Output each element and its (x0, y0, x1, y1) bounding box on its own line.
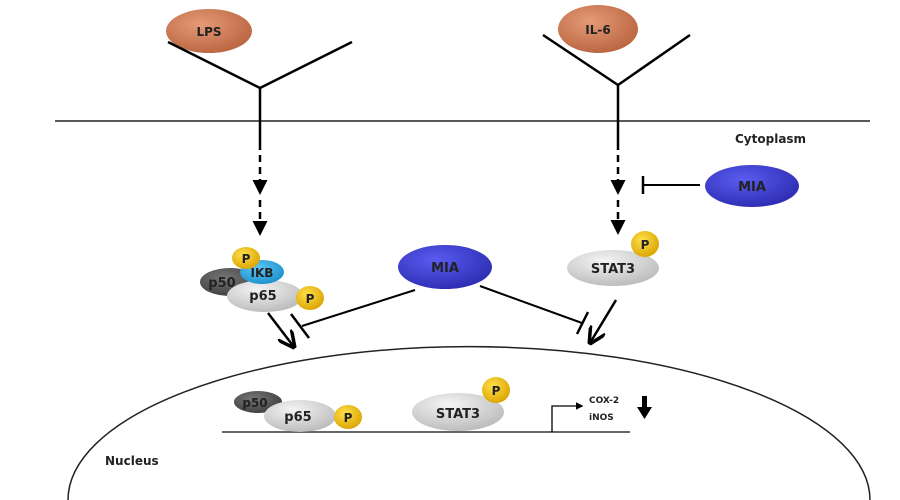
lps-ligand (166, 9, 252, 53)
nfkb-complex-nucleus: p50 p65 P (234, 391, 362, 432)
nfkb-complex-cytoplasm: p50 p65 IKB P P (200, 247, 324, 312)
mia-center-label: MIA (431, 261, 459, 276)
p50-nuc-label: p50 (242, 396, 267, 410)
mia-top-label: MIA (738, 180, 766, 195)
ikb-label: IKB (251, 266, 274, 280)
stat3-cyto (567, 250, 659, 286)
p65-cyto (227, 280, 303, 312)
mia-top-node (705, 165, 799, 207)
phospho-ikb (232, 247, 260, 269)
nucleus-label: Nucleus (105, 454, 159, 468)
nuclear-envelope (67, 345, 871, 500)
il6-ligand (558, 5, 638, 53)
transcription-arrow (551, 402, 584, 432)
inos-label: iNOS (589, 413, 614, 423)
phospho-p65-nuc (334, 405, 362, 429)
lps-receptor: LPS (166, 9, 353, 236)
phospho-label: P (306, 292, 315, 306)
p50-cyto-label: p50 (208, 276, 235, 291)
lps-label: LPS (196, 25, 221, 39)
stat3-nuc-label: STAT3 (436, 407, 480, 422)
stat3-cyto-label: STAT3 (591, 262, 635, 277)
phospho-label: P (641, 238, 650, 252)
phospho-stat3-nuc (482, 377, 510, 403)
nfkb-translocation-arrow (267, 312, 294, 347)
cytoplasm-label: Cytoplasm (735, 132, 806, 146)
mia-center-node (398, 245, 492, 289)
p65-nuc (264, 400, 336, 432)
stat3-nuc (412, 393, 504, 431)
phospho-stat3-cyto (631, 231, 659, 257)
p65-cyto-label: p65 (249, 289, 276, 304)
down-arrow-icon (637, 396, 652, 419)
mia-inhibit-nfkb-line (301, 289, 416, 327)
mia-inhibit-stat3-line (479, 285, 583, 324)
il6-receptor: IL-6 (542, 5, 691, 235)
phospho-label: P (492, 384, 501, 398)
p65-nuc-label: p65 (284, 410, 311, 425)
il6-label: IL-6 (585, 23, 610, 37)
cox2-label: COX-2 (589, 396, 619, 406)
phospho-label: P (242, 252, 251, 266)
phospho-label: P (344, 411, 353, 425)
stat3-translocation-arrow (590, 299, 618, 343)
phospho-p65-cyto (296, 286, 324, 310)
